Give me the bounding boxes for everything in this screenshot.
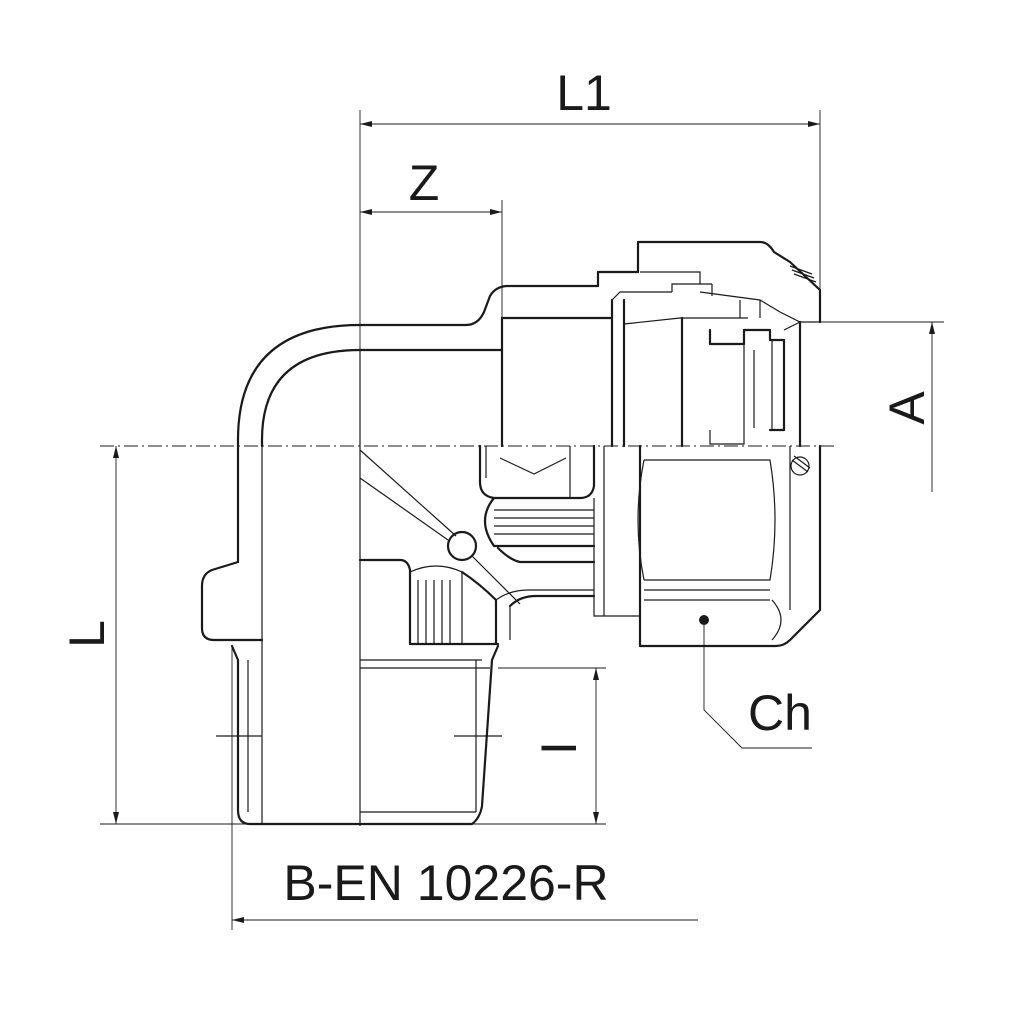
dimension-i: I xyxy=(498,667,606,824)
dimension-l1: L1 xyxy=(360,65,821,320)
label-ch: Ch xyxy=(748,685,812,741)
dimension-l: L xyxy=(59,446,606,825)
label-z: Z xyxy=(409,155,440,211)
label-i: I xyxy=(531,741,587,755)
dimension-z: Z xyxy=(360,155,503,446)
dimension-a: A xyxy=(800,321,944,492)
label-a: A xyxy=(879,391,935,425)
threaded-end xyxy=(216,632,502,826)
leader-ch: Ch xyxy=(699,615,812,749)
label-l1: L1 xyxy=(556,65,612,121)
label-thread-standard: B-EN 10226-R xyxy=(283,855,608,911)
center-lines xyxy=(100,110,836,450)
thread-callout: B-EN 10226-R xyxy=(231,646,698,930)
label-l: L xyxy=(59,620,115,648)
fitting-section xyxy=(358,444,822,826)
